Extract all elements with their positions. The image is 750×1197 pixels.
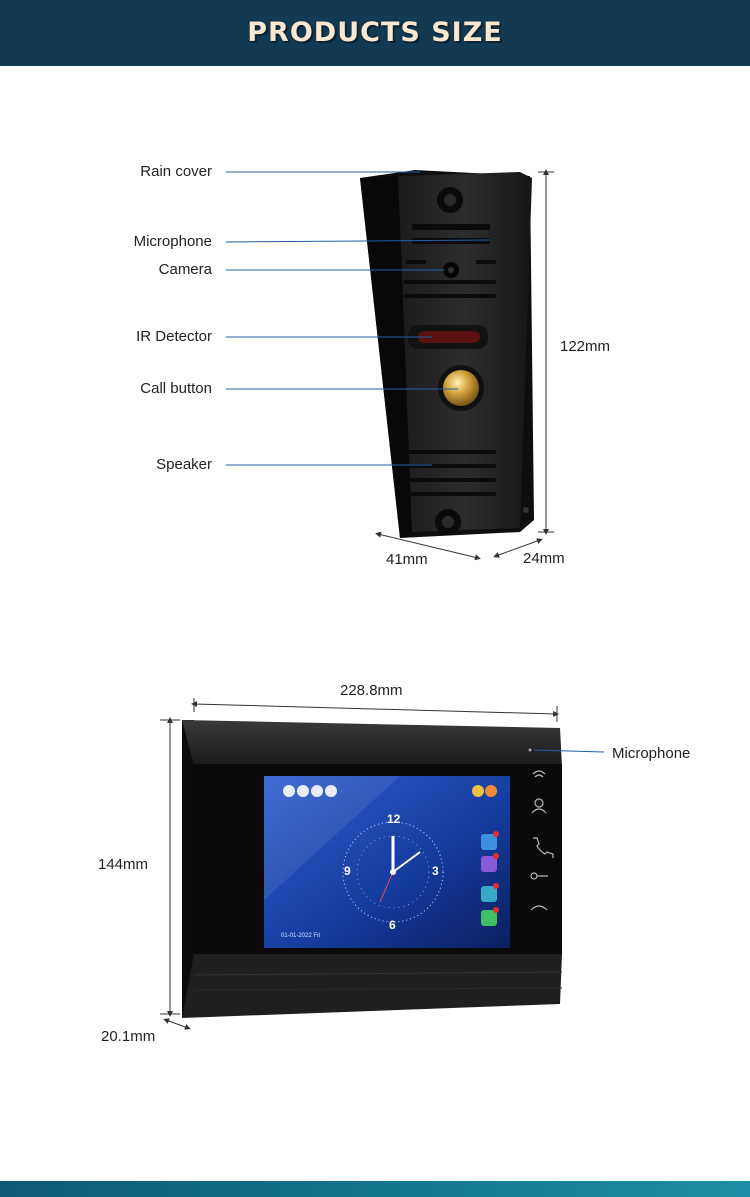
indoor-monitor: [182, 720, 563, 1018]
dimension-width-monitor: 228.8mm: [340, 682, 403, 699]
clock-number-right: 3: [432, 864, 439, 878]
dimension-width-outdoor: 41mm: [386, 551, 428, 568]
footer-bar: [0, 1181, 750, 1197]
label-speaker: Speaker: [156, 456, 212, 473]
outdoor-dimension-lines: [375, 169, 554, 561]
label-rain-cover: Rain cover: [140, 163, 212, 180]
indoor-dimension-lines: [160, 698, 559, 1030]
clock-number-top: 12: [387, 812, 401, 826]
indoor-leader-lines: [533, 749, 605, 753]
outdoor-leader-lines: [225, 171, 491, 466]
clock-number-left: 9: [344, 864, 351, 878]
clock-number-bottom: 6: [389, 918, 396, 932]
label-call-button: Call button: [140, 380, 212, 397]
label-monitor-microphone: Microphone: [612, 745, 691, 762]
screen-date: 01-01-2022 Fri: [281, 933, 321, 939]
dimension-height-outdoor: 122mm: [560, 338, 611, 355]
label-ir-detector: IR Detector: [136, 328, 212, 345]
dimension-depth-outdoor: 24mm: [523, 550, 565, 567]
dimension-depth-monitor: 20.1mm: [101, 1028, 156, 1045]
outdoor-unit: [360, 170, 534, 538]
section-header: PRODUCTS SIZE: [0, 0, 750, 66]
page-title: PRODUCTS SIZE: [247, 17, 503, 48]
label-camera: Camera: [158, 261, 212, 278]
label-microphone: Microphone: [133, 233, 212, 250]
dimension-height-monitor: 144mm: [98, 856, 149, 873]
